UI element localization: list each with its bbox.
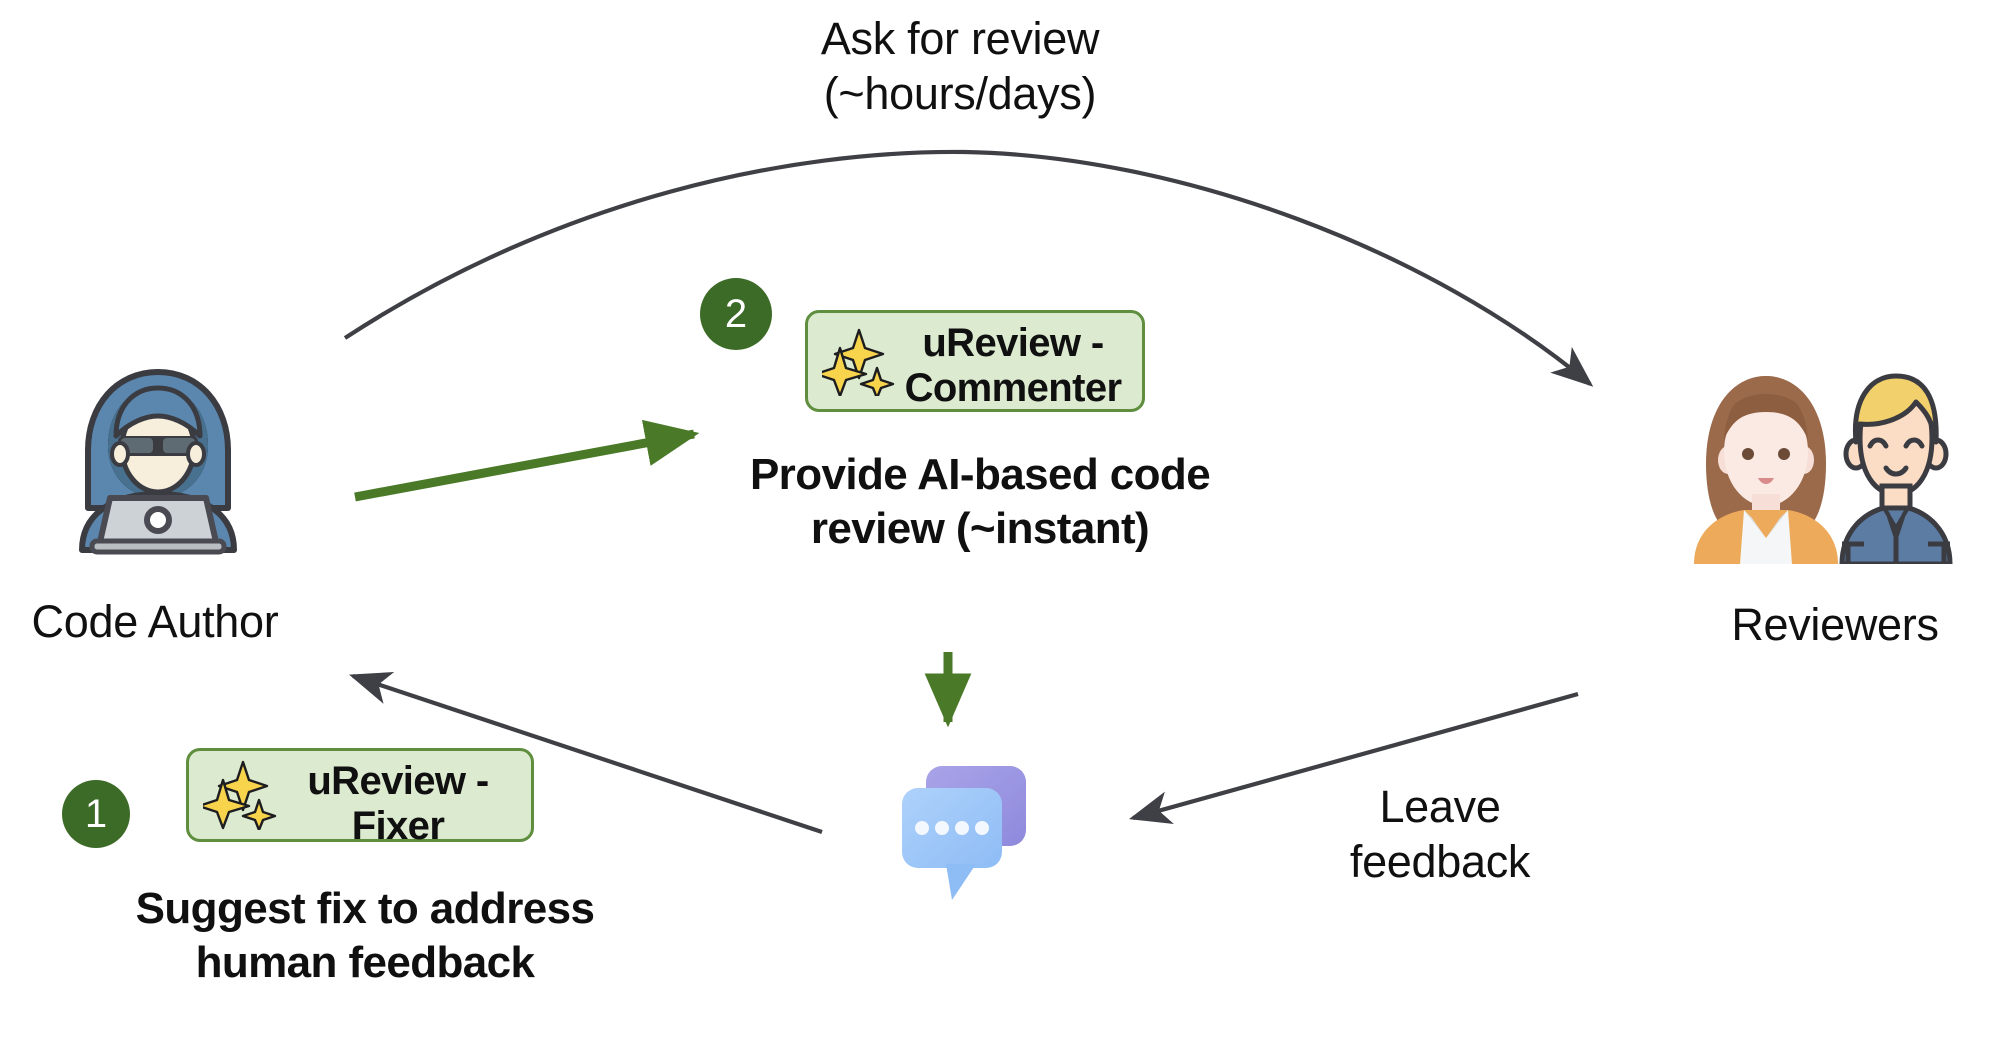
hacker-with-laptop-icon (79, 369, 237, 555)
step-2-circle: 2 (700, 278, 772, 350)
reviewers-avatar (1688, 368, 1978, 567)
reviewers-label: Reviewers (1731, 599, 1939, 650)
chat-bubbles-icon (902, 766, 1026, 900)
step-1-circle: 1 (62, 780, 130, 848)
sparkles-icon (814, 326, 896, 400)
two-people-icon (1694, 373, 1953, 567)
ureview-commenter-label: uReview - Commenter (904, 321, 1122, 410)
edge-label-ask-for-review: Ask for review (~hours/days) (820, 13, 1100, 119)
ureview-fixer-label: uReview - Fixer (307, 759, 489, 848)
ureview-commenter-badge[interactable]: uReview - Commenter (805, 310, 1145, 412)
step-1-caption: Suggest fix to address human feedback (135, 884, 595, 987)
sparkles-icon (197, 760, 277, 832)
edge-author-to-commenter (354, 419, 700, 502)
ureview-fixer-badge[interactable]: uReview - Fixer (186, 748, 534, 848)
step-2-caption: Provide AI-based code review (~instant) (749, 450, 1211, 553)
feedback-thread-icon (880, 760, 1045, 920)
code-author-avatar (58, 358, 258, 558)
code-author-label: Code Author (31, 596, 279, 647)
edge-label-leave-feedback: Leave feedback (1349, 781, 1531, 887)
